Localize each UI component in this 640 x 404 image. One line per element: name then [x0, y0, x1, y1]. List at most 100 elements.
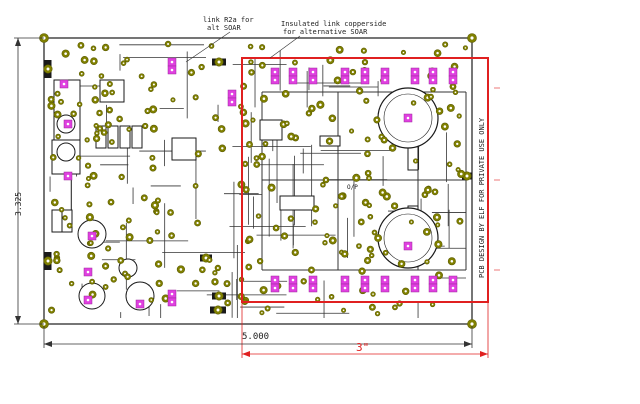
pad-hole [244, 162, 247, 165]
pad-hole [383, 278, 387, 282]
height-dimension-label: 3.325 [14, 191, 23, 216]
pad-hole [108, 109, 111, 112]
pad-hole [329, 59, 332, 62]
pad-hole [457, 168, 459, 171]
pad-hole [260, 155, 264, 158]
pad-hole [60, 100, 62, 103]
pad-hole [66, 122, 70, 126]
pad-hole [426, 188, 430, 192]
pad-hole [282, 123, 285, 126]
pad-hole [458, 220, 462, 223]
pad-hole [350, 130, 353, 132]
pad-hole [60, 208, 63, 211]
pad-hole [64, 216, 66, 219]
arrow-right [464, 341, 472, 347]
pad-hole [107, 123, 110, 126]
pad-hole [91, 293, 94, 296]
pad-hole [385, 195, 389, 198]
pad-hole [451, 278, 455, 282]
pad-hole [412, 102, 415, 104]
resistor-body [51, 209, 63, 233]
pad-hole [143, 196, 146, 199]
op-label: O/P [347, 184, 358, 191]
pad-hole [194, 96, 197, 99]
pad-hole [68, 224, 71, 227]
pad-hole [375, 118, 379, 122]
capacitor-outline [125, 281, 155, 311]
pad-hole [340, 195, 343, 198]
pad-hole [225, 282, 229, 285]
pad-hole [103, 131, 106, 134]
pad-hole [451, 78, 455, 82]
pad-hole [366, 138, 369, 141]
pad-hole [331, 239, 335, 242]
pad-hole [294, 61, 296, 64]
pad-hole [363, 286, 367, 290]
pad-hole [311, 278, 315, 282]
pad-hole [433, 190, 437, 193]
pad-hole [252, 119, 254, 121]
pad-hole [156, 230, 159, 233]
pad-hole [314, 207, 317, 211]
insulated-note-line2: for alternative SOAR [283, 28, 368, 36]
pad-hole [95, 137, 98, 140]
pad-hole [89, 254, 93, 258]
pad-hole [157, 262, 160, 266]
pad-hole [56, 92, 59, 95]
pad-hole [170, 234, 173, 237]
pad-hole [56, 113, 59, 116]
pad-hole [343, 78, 347, 82]
pad-hole [358, 245, 360, 247]
pad-hole [432, 88, 434, 91]
pad-hole [425, 230, 429, 234]
pad-hole [169, 211, 172, 214]
pad-hole [343, 70, 347, 74]
pad-hole [255, 163, 258, 166]
pad-hole [86, 139, 88, 141]
pad-hole [98, 111, 101, 115]
pad-hole [90, 234, 94, 238]
pad-hole [93, 86, 96, 88]
pad-hole [453, 65, 456, 68]
pad-hole [150, 299, 153, 301]
pad-hole [87, 177, 90, 180]
pad-hole [214, 271, 216, 274]
resistor-body [107, 125, 119, 149]
pad-hole [217, 60, 221, 64]
pad-hole [328, 140, 331, 143]
pad-hole [358, 89, 361, 93]
pad-hole [255, 157, 258, 159]
pad-hole [112, 278, 115, 281]
pad-hole [454, 91, 457, 94]
arrow-down [15, 316, 21, 324]
pad-hole [122, 226, 124, 229]
pad-hole [423, 193, 426, 196]
pad-hole [273, 278, 277, 282]
capacitor-outline [377, 207, 439, 269]
pad-hole [46, 67, 50, 71]
arrow-up [15, 38, 21, 46]
pad-hole [360, 220, 363, 224]
pad-hole [470, 36, 474, 40]
pad-hole [366, 152, 369, 155]
pad-hole [170, 60, 174, 64]
pad-hole [283, 234, 286, 238]
pad-hole [83, 58, 86, 62]
pad-hole [431, 78, 435, 82]
pad-hole [368, 177, 370, 180]
pad-hole [88, 215, 92, 219]
pad-hole [363, 70, 367, 74]
pad-hole [88, 203, 91, 206]
pad-hole [470, 322, 474, 326]
pad-hole [158, 282, 161, 285]
pad-hole [458, 115, 461, 117]
pad-hole [104, 46, 107, 49]
pad-hole [100, 75, 103, 77]
pad-hole [127, 219, 130, 222]
pad-hole [248, 238, 251, 241]
pad-hole [53, 201, 57, 204]
pad-hole [213, 280, 217, 284]
pad-hole [200, 65, 203, 68]
pad-hole [77, 157, 80, 159]
pad-hole [126, 58, 128, 61]
